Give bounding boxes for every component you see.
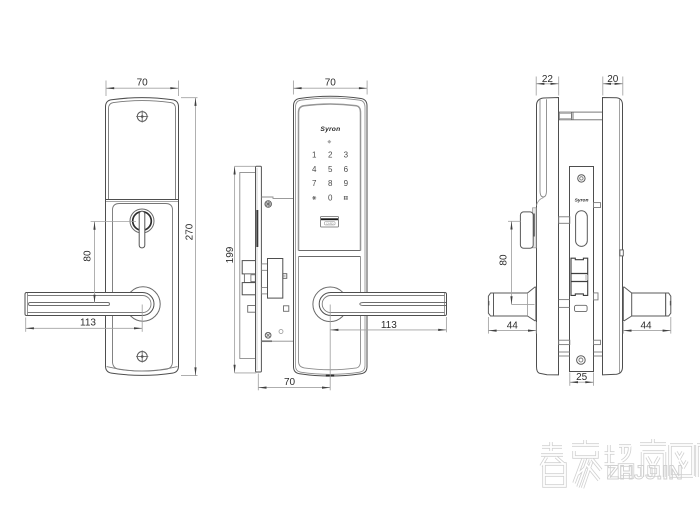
svg-text:3: 3 <box>344 150 349 159</box>
svg-text:80: 80 <box>83 250 94 262</box>
svg-text:70: 70 <box>137 77 149 88</box>
svg-text:9: 9 <box>344 179 349 188</box>
svg-text:44: 44 <box>507 320 519 331</box>
svg-text:CARD: CARD <box>326 221 334 225</box>
svg-text:4: 4 <box>312 165 317 174</box>
svg-text:113: 113 <box>80 318 96 329</box>
svg-text:70: 70 <box>284 377 296 388</box>
svg-text:199: 199 <box>225 246 236 263</box>
svg-text:80: 80 <box>499 254 510 266</box>
svg-text:44: 44 <box>640 320 652 331</box>
svg-text:7: 7 <box>312 179 317 188</box>
svg-text:6: 6 <box>344 165 349 174</box>
svg-text:1: 1 <box>312 150 317 159</box>
svg-text:113: 113 <box>381 320 397 331</box>
svg-text:270: 270 <box>184 223 195 240</box>
svg-text:Syron: Syron <box>320 126 340 133</box>
svg-text:25: 25 <box>576 372 588 383</box>
svg-text:0: 0 <box>328 194 333 203</box>
svg-text:Syron: Syron <box>575 197 589 203</box>
svg-text:8: 8 <box>328 179 333 188</box>
svg-text:70: 70 <box>325 77 337 88</box>
svg-text:22: 22 <box>542 74 554 85</box>
svg-text:2: 2 <box>328 150 333 159</box>
svg-text:20: 20 <box>607 74 619 85</box>
svg-text:5: 5 <box>328 165 333 174</box>
svg-text:ZHJJ.IN: ZHJJ.IN <box>607 462 683 484</box>
